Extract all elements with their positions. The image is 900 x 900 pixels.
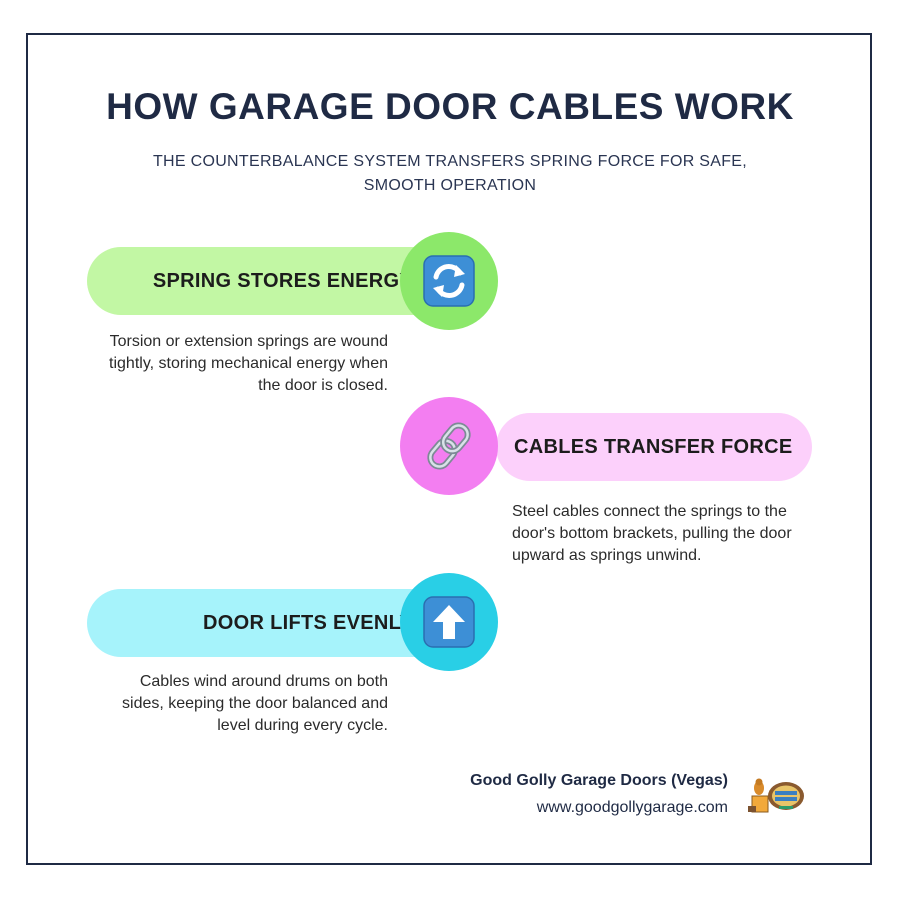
company-name: Good Golly Garage Doors (Vegas) <box>470 772 728 789</box>
chain-link-icon <box>427 422 471 470</box>
step-3-description: Cables wind around drums on both sides, … <box>122 673 388 734</box>
step-3-label: DOOR LIFTS EVENLY <box>203 611 413 634</box>
step-2-circle <box>400 397 498 495</box>
step-2-label: CABLES TRANSFER FORCE <box>514 435 793 458</box>
step-1-pill: SPRING STORES ENERGY <box>87 247 447 315</box>
up-arrow-icon <box>423 596 475 648</box>
page-subtitle: THE COUNTERBALANCE SYSTEM TRANSFERS SPRI… <box>152 153 748 194</box>
company-url[interactable]: www.goodgollygarage.com <box>536 799 728 816</box>
page-title: HOW GARAGE DOOR CABLES WORK <box>106 86 794 127</box>
step-3-circle <box>400 573 498 671</box>
cycle-arrows-icon <box>423 255 475 307</box>
step-2-pill: CABLES TRANSFER FORCE <box>496 413 812 481</box>
step-1-label: SPRING STORES ENERGY <box>152 269 413 292</box>
step-2-description: Steel cables connect the springs to the … <box>512 503 792 564</box>
step-3-pill: DOOR LIFTS EVENLY <box>87 589 447 657</box>
good-golly-logo-icon <box>748 778 804 813</box>
step-1-circle <box>400 232 498 330</box>
step-1-description: Torsion or extension springs are wound t… <box>109 333 388 394</box>
